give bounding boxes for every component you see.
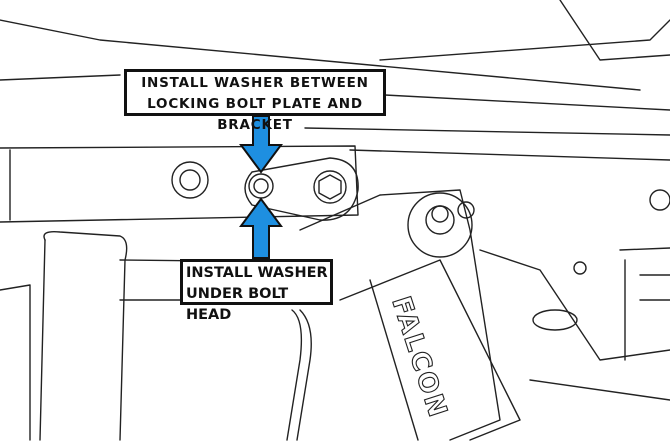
callout-washer-under-head: INSTALL WASHER UNDER BOLT HEAD (180, 259, 333, 323)
frame-bracket (0, 145, 359, 223)
vehicle-body-lines (0, 0, 670, 161)
locking-bolt-plate (244, 157, 359, 221)
callout-top-line1: INSTALL WASHER BETWEEN (141, 75, 369, 91)
lower-components (0, 189, 670, 441)
plate-bolt-head (313, 170, 347, 204)
shock-logo-text: FALCON (385, 293, 453, 423)
shock-absorber: FALCON (299, 189, 521, 441)
callout-washer-between: INSTALL WASHER BETWEEN LOCKING BOLT PLAT… (124, 69, 386, 133)
washer-bolt (248, 173, 274, 199)
arrow-up-icon (239, 197, 283, 259)
callout-bottom-line2: UNDER BOLT HEAD (186, 286, 289, 323)
callout-bottom-line1: INSTALL WASHER (186, 265, 328, 281)
frame-bolt-head (171, 161, 209, 199)
callout-top-line2: LOCKING BOLT PLATE AND BRACKET (147, 96, 363, 133)
arrow-down-icon (239, 115, 283, 174)
